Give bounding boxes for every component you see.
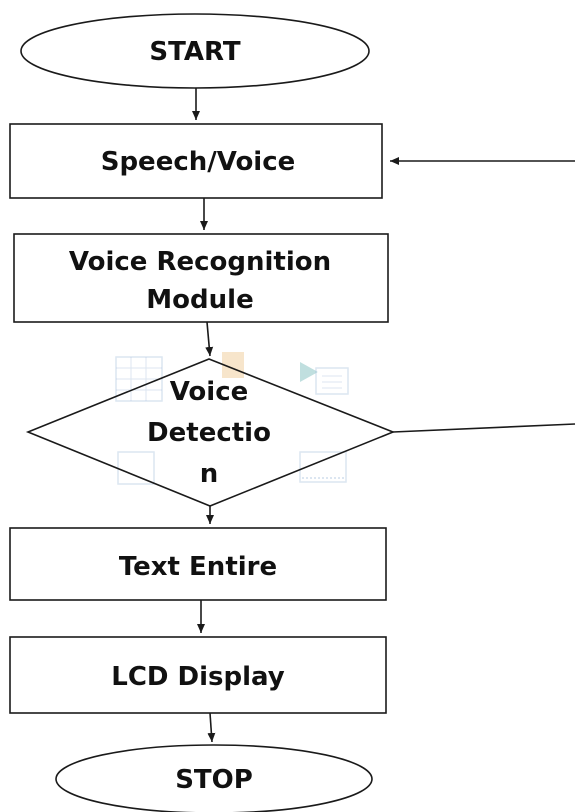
lcd-display-box xyxy=(9,636,387,714)
start-terminal xyxy=(20,13,370,89)
decision-label-line2: Detectio xyxy=(147,418,271,448)
module-label-line2: Module xyxy=(146,285,253,315)
speech-voice-label: Speech/Voice xyxy=(101,147,296,177)
voice-recognition-module-box xyxy=(13,233,389,323)
watermark-icons xyxy=(115,352,349,485)
start-label: START xyxy=(149,37,240,67)
text-entire-label: Text Entire xyxy=(119,552,277,582)
decision-label-line3: n xyxy=(200,459,219,489)
arrow-lcd-to-stop xyxy=(207,712,216,743)
text-entire-box xyxy=(9,527,387,601)
stop-label: STOP xyxy=(175,765,253,795)
speech-voice-box xyxy=(9,123,383,199)
table-icon xyxy=(300,362,349,395)
chart-icon xyxy=(117,451,155,485)
decision-label-line1: Voice xyxy=(170,377,249,407)
loop-back-line xyxy=(392,423,576,433)
lcd-display-label: LCD Display xyxy=(111,662,285,692)
stop-terminal xyxy=(55,744,373,812)
module-label-line1: Voice Recognition xyxy=(69,247,331,277)
arrow-module-to-decision xyxy=(205,321,214,357)
